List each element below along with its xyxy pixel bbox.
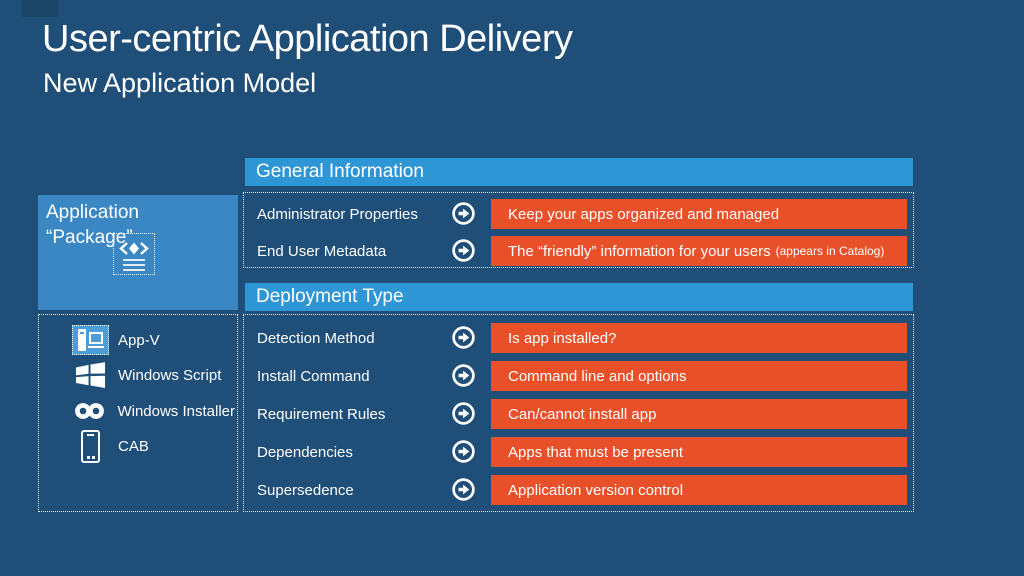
value-box: The “friendly” information for your user… [491, 236, 907, 266]
value-text: Keep your apps organized and managed [508, 205, 780, 223]
deploy-row-detection-method: Detection Method Is app installed? [244, 323, 913, 353]
app-v-icon [65, 325, 115, 355]
format-label: App-V [118, 331, 160, 349]
xml-manifest-document-icon [113, 233, 155, 275]
general-row-end-user-metadata: End User Metadata The “friendly” informa… [244, 236, 913, 266]
cab-phone-icon [65, 429, 115, 463]
deploy-row-dependencies: Dependencies Apps that must be present [244, 437, 913, 467]
row-label: Detection Method [257, 329, 375, 347]
general-row-administrator-properties: Administrator Properties Keep your apps … [244, 199, 913, 229]
row-label: Dependencies [257, 443, 353, 461]
deploy-row-install-command: Install Command Command line and options [244, 361, 913, 391]
row-label: Requirement Rules [257, 405, 386, 423]
value-box: Command line and options [491, 361, 907, 391]
deploy-row-supersedence: Supersedence Application version control [244, 475, 913, 505]
general-information-panel: Administrator Properties Keep your apps … [243, 192, 914, 268]
application-package-line2: “Package” [46, 227, 133, 248]
value-box: Is app installed? [491, 323, 907, 353]
format-row-windows-installer: Windows Installer [65, 393, 235, 429]
arrow-right-icon [452, 364, 475, 387]
format-row-cab: CAB [65, 428, 235, 464]
slide-title: User-centric Application Delivery [42, 18, 573, 60]
corner-decoration [22, 0, 58, 17]
row-label: Administrator Properties [257, 205, 418, 223]
row-label: Supersedence [257, 481, 354, 499]
arrow-right-icon [452, 478, 475, 501]
row-label: End User Metadata [257, 242, 387, 260]
value-text: Can/cannot install app [508, 405, 657, 423]
format-label: Windows Script [118, 366, 222, 384]
arrow-right-icon [452, 440, 475, 463]
windows-installer-infinity-icon [65, 402, 114, 420]
value-text: Command line and options [508, 367, 687, 385]
deployment-type-header: Deployment Type [245, 283, 913, 311]
value-text: The “friendly” information for your user… [508, 242, 771, 260]
value-text: Apps that must be present [508, 443, 684, 461]
value-box: Apps that must be present [491, 437, 907, 467]
value-text: Application version control [508, 481, 684, 499]
arrow-right-icon [452, 202, 475, 225]
value-text: Is app installed? [508, 329, 617, 347]
value-box: Keep your apps organized and managed [491, 199, 907, 229]
application-package-line1: Application [46, 202, 139, 223]
deployment-type-panel: Detection Method Is app installed? Insta… [243, 314, 914, 512]
application-package-label: Application “Package” [46, 200, 139, 250]
arrow-right-icon [452, 326, 475, 349]
general-information-header: General Information [245, 158, 913, 186]
windows-flag-icon [65, 360, 115, 390]
row-label: Install Command [257, 367, 370, 385]
arrow-right-icon [452, 239, 475, 262]
application-package-box: Application “Package” [38, 195, 238, 310]
package-formats-box: App-V Windows Script Windows Install [38, 314, 238, 512]
value-box: Application version control [491, 475, 907, 505]
value-box: Can/cannot install app [491, 399, 907, 429]
arrow-right-icon [452, 402, 475, 425]
value-note: (appears in Catalog) [775, 244, 885, 258]
slide-subtitle: New Application Model [43, 68, 317, 98]
format-row-windows-script: Windows Script [65, 357, 235, 393]
format-label: Windows Installer [117, 402, 235, 420]
format-label: CAB [118, 437, 149, 455]
format-row-app-v: App-V [65, 322, 235, 358]
deploy-row-requirement-rules: Requirement Rules Can/cannot install app [244, 399, 913, 429]
